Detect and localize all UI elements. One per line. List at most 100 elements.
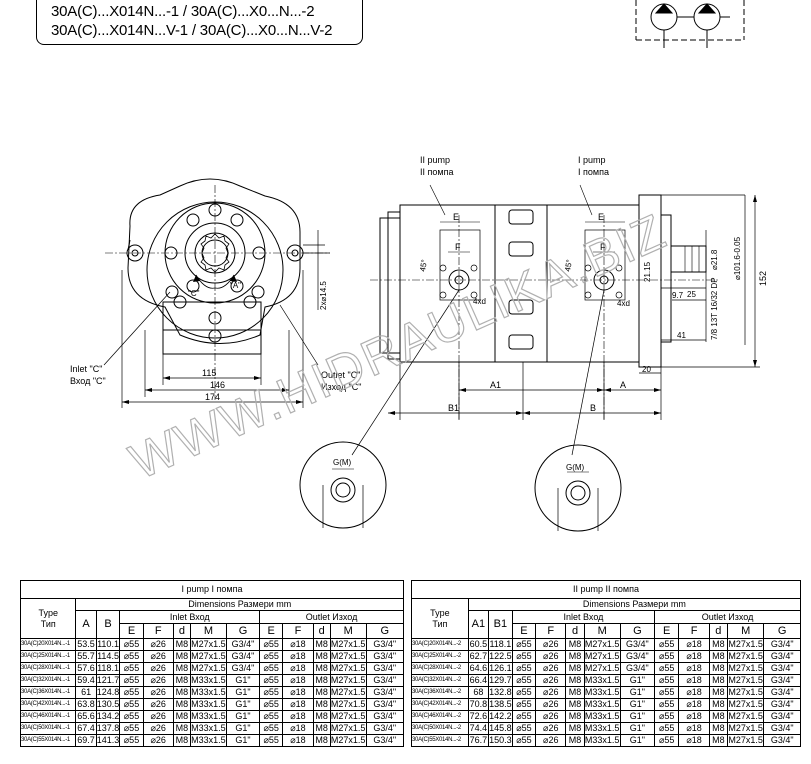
value-cell: ⌀18: [282, 686, 314, 699]
value-cell: ⌀55: [119, 650, 144, 663]
value-cell: M27x1.5: [329, 674, 367, 687]
value-cell: ⌀55: [511, 734, 537, 747]
value-cell: 122.5: [487, 650, 513, 663]
table-pump-2: II pump II помпа Type Тип Dimensions Раз…: [411, 580, 802, 747]
type-cell: 30A(C)50X014N...-2: [411, 722, 469, 735]
value-cell: 65.6: [75, 710, 97, 723]
table2-col-a1: A1: [467, 610, 489, 639]
value-cell: G3/4": [225, 638, 261, 651]
value-cell: ⌀18: [282, 722, 314, 735]
value-cell: M27x1.5: [329, 650, 367, 663]
value-cell: M8: [708, 722, 728, 735]
value-cell: ⌀55: [119, 698, 144, 711]
type-cell: 30A(C)20X014N...-2: [411, 638, 469, 651]
value-cell: G1": [619, 734, 656, 747]
inlet-label-en: Inlet "C": [70, 364, 102, 374]
value-cell: M8: [312, 686, 331, 699]
value-cell: ⌀18: [678, 698, 710, 711]
value-cell: M27x1.5: [583, 662, 621, 675]
pump1-label-en: I pump: [578, 155, 606, 165]
value-cell: G3/4": [365, 722, 405, 735]
value-cell: M27x1.5: [190, 638, 227, 651]
value-cell: 53.5: [75, 638, 97, 651]
value-cell: M8: [565, 662, 585, 675]
value-cell: ⌀55: [259, 722, 284, 735]
value-cell: ⌀55: [654, 698, 680, 711]
title-line-2: 30A(C)...X014N...V-1 / 30A(C)...X0...N..…: [51, 22, 333, 39]
type-cell: 30A(C)55X014N...-1: [19, 734, 77, 747]
value-cell: ⌀55: [511, 674, 537, 687]
dim-41: 41: [677, 331, 686, 340]
value-cell: M27x1.5: [329, 698, 367, 711]
inlet-label-ru: Вход "C": [70, 376, 106, 386]
technical-drawing: 115 146 174 "C" "A" Inlet "C" Вход "C" O…: [70, 0, 768, 532]
value-cell: G3/4": [763, 698, 801, 711]
dim-25: 25: [687, 290, 696, 299]
value-cell: ⌀55: [259, 638, 284, 651]
value-cell: ⌀26: [142, 686, 174, 699]
dim-f-2: F: [455, 242, 461, 252]
subheader-cell: F: [535, 623, 567, 639]
value-cell: ⌀55: [119, 674, 144, 687]
value-cell: M8: [312, 674, 331, 687]
table2-dims-header: Dimensions Размери mm: [467, 598, 802, 611]
value-cell: M8: [172, 650, 192, 663]
subheader-cell: E: [119, 623, 144, 639]
value-cell: ⌀26: [535, 734, 567, 747]
type-cell: 30A(C)25X014N...-2: [411, 650, 469, 663]
value-cell: G3/4": [365, 734, 405, 747]
value-cell: 63.8: [75, 698, 97, 711]
value-cell: ⌀26: [535, 686, 567, 699]
type-cell: 30A(C)28X014N...-1: [19, 662, 77, 675]
value-cell: ⌀26: [142, 674, 174, 687]
value-cell: M8: [708, 686, 728, 699]
subheader-cell: d: [312, 623, 331, 639]
value-cell: M27x1.5: [190, 662, 227, 675]
type-cell: 30A(C)36X014N...-2: [411, 686, 469, 699]
value-cell: M27x1.5: [583, 638, 621, 651]
value-cell: 59.4: [75, 674, 97, 687]
subheader-cell: d: [172, 623, 192, 639]
dim-115: 115: [202, 368, 216, 378]
value-cell: ⌀18: [678, 734, 710, 747]
value-cell: ⌀55: [119, 662, 144, 675]
value-cell: 62.7: [467, 650, 489, 663]
table2-type-header: Type Тип: [411, 598, 469, 639]
dim-e-1: E: [598, 212, 604, 222]
type-cell: 30A(C)42X014N...-1: [19, 698, 77, 711]
value-cell: 66.4: [467, 674, 489, 687]
type-en: Type: [38, 607, 58, 618]
value-cell: M33x1.5: [190, 674, 227, 687]
subheader-cell: G: [365, 623, 405, 639]
value-cell: ⌀55: [511, 698, 537, 711]
value-cell: M8: [172, 674, 192, 687]
value-cell: M27x1.5: [329, 638, 367, 651]
value-cell: 55.7: [75, 650, 97, 663]
value-cell: ⌀26: [535, 722, 567, 735]
value-cell: M8: [172, 710, 192, 723]
dim-101-6: ⌀101.6-0.05: [733, 236, 742, 280]
value-cell: ⌀26: [142, 650, 174, 663]
value-cell: 76.7: [467, 734, 489, 747]
type-cell: 30A(C)46X014N...-1: [19, 710, 77, 723]
value-cell: G1": [225, 674, 261, 687]
value-cell: M8: [708, 674, 728, 687]
value-cell: M27x1.5: [726, 710, 765, 723]
value-cell: G1": [225, 686, 261, 699]
value-cell: 141.3: [95, 734, 121, 747]
value-cell: ⌀55: [119, 686, 144, 699]
value-cell: ⌀18: [678, 638, 710, 651]
dim-146: 146: [210, 380, 225, 390]
table2-outlet-header: Outlet Изход: [654, 610, 801, 624]
value-cell: 138.5: [487, 698, 513, 711]
type-cell: 30A(C)50X014N...-1: [19, 722, 77, 735]
value-cell: M8: [172, 686, 192, 699]
value-cell: 110.1: [95, 638, 121, 651]
value-cell: ⌀26: [535, 698, 567, 711]
